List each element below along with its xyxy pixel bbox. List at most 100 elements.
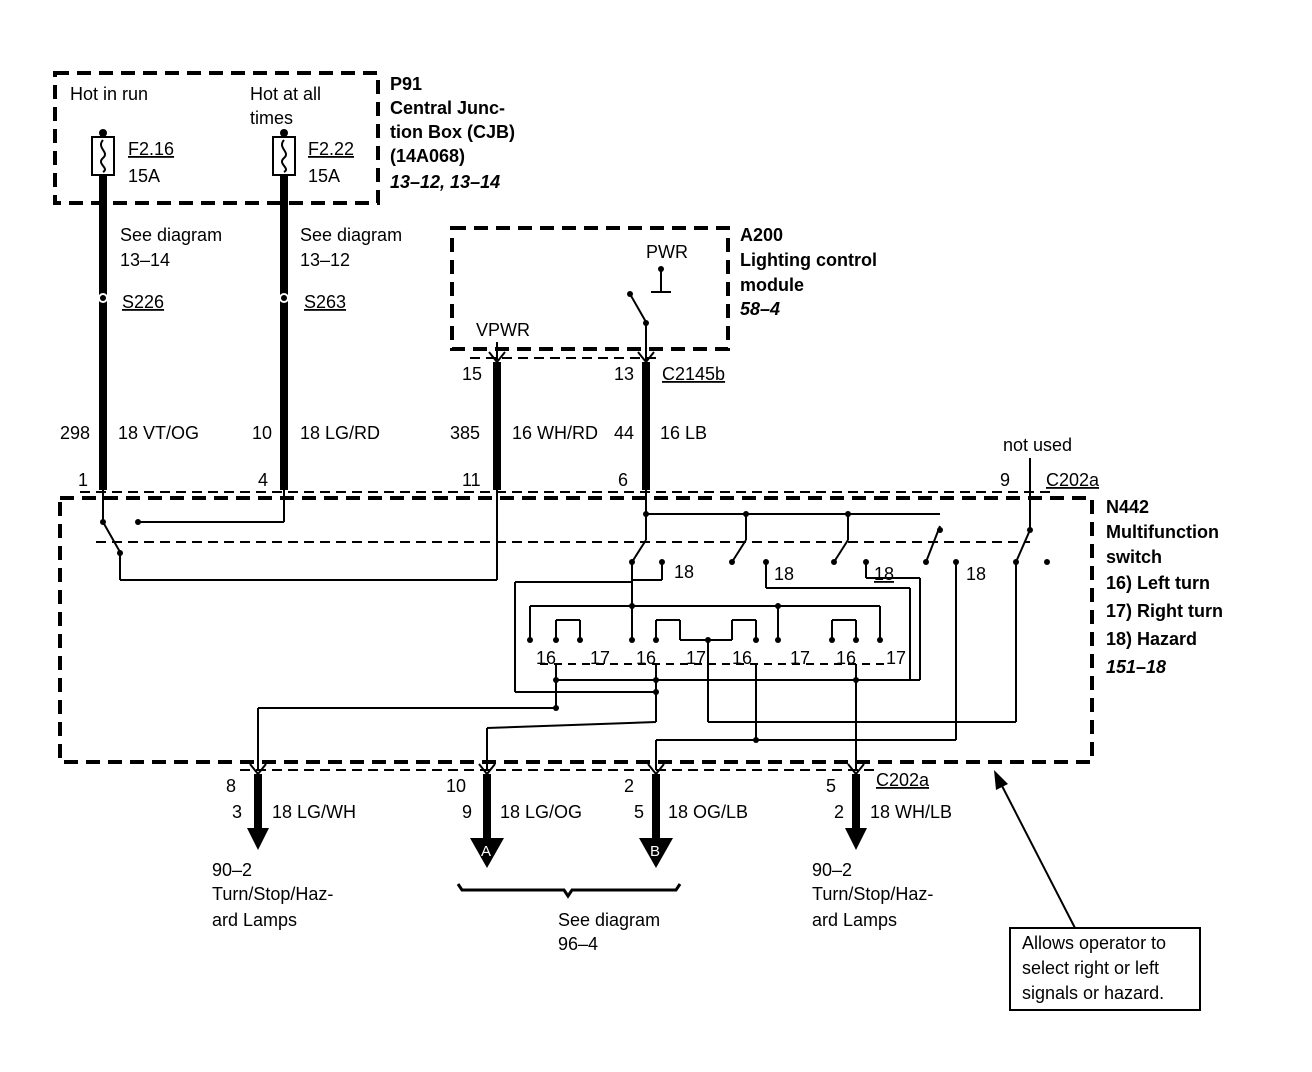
hot-at-all-label: Hot at all: [250, 84, 321, 104]
see-diagram-1-ref: 13–14: [120, 250, 170, 270]
a200-reference: 58–4: [740, 299, 780, 319]
fuse-f2-22-id: F2.22: [308, 139, 354, 159]
splice-s226-dot: [100, 295, 106, 301]
see-diagram-2: See diagram: [300, 225, 402, 245]
position-18-label: 18) Hazard: [1106, 629, 1197, 649]
wire-44-spec: 16 LB: [660, 423, 707, 443]
output-spec: 18 WH/LB: [870, 802, 952, 822]
splice-s263-dot: [281, 295, 287, 301]
position-17-label: 17) Right turn: [1106, 601, 1223, 621]
output-cpin: 9: [462, 802, 472, 822]
output-cpin: 2: [834, 802, 844, 822]
pin-9-label: 9: [1000, 470, 1010, 490]
output-pin: 8: [226, 776, 236, 796]
arrow-down-icon: [845, 828, 867, 850]
p91-junction-box-border: [53, 71, 380, 205]
n442-name-line2: switch: [1106, 547, 1162, 567]
p91-name-line2: tion Box (CJB): [390, 122, 515, 142]
switch-junction-dots: [100, 511, 1050, 743]
position-label: 17: [590, 648, 610, 668]
p91-part-number: (14A068): [390, 146, 465, 166]
position-label: 16: [836, 648, 856, 668]
c2145b-label: C2145b: [662, 364, 725, 384]
lamp-left-line2: Turn/Stop/Haz-: [212, 884, 333, 904]
lamp-left-line3: ard Lamps: [212, 910, 297, 930]
arrow-b-label: B: [650, 843, 660, 860]
n442-reference: 151–18: [1106, 657, 1166, 677]
pwr-ground-icon: [651, 266, 671, 293]
vpwr-label: VPWR: [476, 320, 530, 340]
fuse-f2-22-icon: [272, 129, 296, 176]
a200-switch-icon: [627, 291, 649, 362]
c202a-top-label: C202a: [1046, 470, 1100, 490]
arrow-up-icon: [994, 770, 1008, 790]
a200-name-line2: module: [740, 275, 804, 295]
arrow-down-icon: [247, 828, 269, 850]
see-diagram-96-ref: 96–4: [558, 934, 598, 954]
wire-10-circuit: 10: [252, 423, 272, 443]
note-line3: signals or hazard.: [1022, 983, 1164, 1003]
position-label: 16: [536, 648, 556, 668]
splice-s263-label: S263: [304, 292, 346, 312]
pin-4-label: 4: [258, 470, 268, 490]
pin-13-label: 13: [614, 364, 634, 384]
position-label: 18: [774, 564, 794, 584]
fuse-f2-16-amp: 15A: [128, 166, 160, 186]
note-line2: select right or left: [1022, 958, 1159, 978]
switch-position-numbers: 18 18 18 18 16 17 16 17 16 17 16 17: [536, 562, 986, 668]
p91-id: P91: [390, 74, 422, 94]
output-pin: 5: [826, 776, 836, 796]
splice-s226-label: S226: [122, 292, 164, 312]
position-label: 17: [886, 648, 906, 668]
position-label: 18: [874, 564, 894, 584]
wire-44-circuit: 44: [614, 423, 634, 443]
wire-298-circuit: 298: [60, 423, 90, 443]
connector-b-arrow-icon: [639, 838, 673, 868]
note-pointer-line: [999, 781, 1076, 929]
c202a-bottom-label: C202a: [876, 770, 930, 790]
pin-11-label: 11: [462, 470, 481, 490]
hot-times-label: times: [250, 108, 293, 128]
fuse-f2-22-amp: 15A: [308, 166, 340, 186]
brace-icon: [456, 883, 682, 899]
not-used-label: not used: [1003, 435, 1072, 455]
see-diagram-2-ref: 13–12: [300, 250, 350, 270]
arrow-a-label: A: [481, 843, 491, 860]
position-16-label: 16) Left turn: [1106, 573, 1210, 593]
connector-a-arrow-icon: [470, 838, 504, 868]
lamp-right-ref: 90–2: [812, 860, 852, 880]
lamp-right-line2: Turn/Stop/Haz-: [812, 884, 933, 904]
lamp-right-line3: ard Lamps: [812, 910, 897, 930]
a200-module-border: [450, 226, 730, 351]
position-label: 17: [790, 648, 810, 668]
fuse-f2-16-icon: [91, 129, 115, 176]
output-pin: 2: [624, 776, 634, 796]
wire-385-spec: 16 WH/RD: [512, 423, 598, 443]
switch-internal-wiring: [96, 490, 1031, 770]
position-label: 16: [732, 648, 752, 668]
n442-name-line1: Multifunction: [1106, 522, 1219, 542]
output-spec: 18 LG/WH: [272, 802, 356, 822]
pin-1-label: 1: [78, 470, 88, 490]
a200-id: A200: [740, 225, 783, 245]
position-label: 18: [966, 564, 986, 584]
p91-reference: 13–12, 13–14: [390, 172, 500, 192]
wire-385-circuit: 385: [450, 423, 480, 443]
position-label: 18: [674, 562, 694, 582]
a200-name-line1: Lighting control: [740, 250, 877, 270]
note-line1: Allows operator to: [1022, 933, 1166, 953]
note-box: [1009, 927, 1201, 1011]
wire-298-spec: 18 VT/OG: [118, 423, 199, 443]
lamp-left-ref: 90–2: [212, 860, 252, 880]
wire-10-spec: 18 LG/RD: [300, 423, 380, 443]
see-diagram-96: See diagram: [558, 910, 660, 930]
output-pin: 10: [446, 776, 466, 796]
pin-6-label: 6: [618, 470, 628, 490]
output-cpin: 3: [232, 802, 242, 822]
p91-name-line1: Central Junc-: [390, 98, 505, 118]
see-diagram-1: See diagram: [120, 225, 222, 245]
output-cpin: 5: [634, 802, 644, 822]
output-spec: 18 LG/OG: [500, 802, 582, 822]
position-label: 16: [636, 648, 656, 668]
